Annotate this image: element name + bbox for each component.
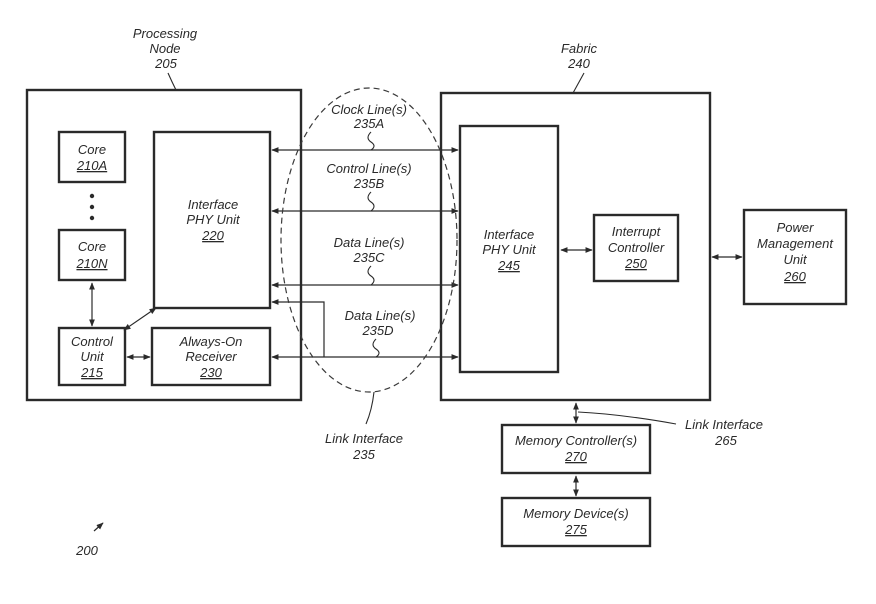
figure-arrow	[93, 522, 104, 532]
control-unit-line1: Control	[71, 334, 114, 349]
interrupt-line2: Controller	[608, 240, 665, 255]
processing-node-title-2: Node	[149, 41, 180, 56]
control-line-number: 235B	[353, 176, 385, 191]
fabric-number: 240	[567, 56, 590, 71]
data-line-c-label: Data Line(s)	[334, 235, 405, 250]
data-line-d-number: 235D	[361, 323, 393, 338]
core-210n-box	[57, 228, 127, 282]
power-line3: Unit	[783, 252, 808, 267]
always-on-number: 230	[199, 365, 222, 380]
fabric-title: Fabric	[561, 41, 598, 56]
phy-245-line2: PHY Unit	[482, 242, 537, 257]
ellipsis-dot-1	[89, 193, 95, 199]
link-interface-265-number: 265	[714, 433, 737, 448]
processing-node-number: 205	[154, 56, 177, 71]
core-210a-box	[57, 130, 127, 184]
control-phy-arrow	[123, 307, 157, 331]
core-210a-label: Core	[78, 142, 106, 157]
phy-245-number: 245	[497, 258, 520, 273]
data-line-d-label: Data Line(s)	[345, 308, 416, 323]
power-number: 260	[783, 269, 806, 284]
power-line1: Power	[777, 220, 815, 235]
link-interface-235-number: 235	[352, 447, 375, 462]
phy-220-line1: Interface	[188, 197, 239, 212]
phy-unit-245-box	[458, 124, 560, 374]
memory-device-box	[500, 496, 652, 548]
link-interface-oval	[280, 87, 458, 393]
processing-node-title: Processing	[133, 26, 198, 41]
processing-node-leader	[167, 72, 177, 91]
control-unit-215-box	[57, 326, 127, 387]
memory-controller-number: 270	[564, 449, 587, 464]
control-line-label: Control Line(s)	[326, 161, 411, 176]
link-interface-235-leader	[365, 391, 375, 425]
fabric-leader	[572, 72, 585, 94]
control-unit-number: 215	[80, 365, 103, 380]
interrupt-line1: Interrupt	[612, 224, 662, 239]
power-management-box	[742, 208, 848, 306]
control-line-leader	[367, 191, 375, 212]
figure-number: 200	[75, 543, 98, 558]
memory-controller-box	[500, 423, 652, 475]
link-interface-265-leader	[577, 411, 677, 425]
core-210a-number: 210A	[76, 158, 107, 173]
memory-device-label: Memory Device(s)	[523, 506, 628, 521]
always-on-line1: Always-On	[179, 334, 243, 349]
data-line-c-number: 235C	[352, 250, 385, 265]
data-line-c-leader	[367, 265, 375, 286]
data-line-d-leader	[372, 338, 380, 358]
interrupt-number: 250	[624, 256, 647, 271]
ellipsis-dot-2	[89, 204, 95, 210]
phy-245-line1: Interface	[484, 227, 535, 242]
always-on-receiver-box	[150, 326, 272, 387]
phy-unit-220-box	[152, 130, 272, 310]
always-on-line2: Receiver	[185, 349, 237, 364]
clock-line-label: Clock Line(s)	[331, 102, 407, 117]
link-interface-265-label: Link Interface	[685, 417, 763, 432]
link-interface-235-label: Link Interface	[325, 431, 403, 446]
core-210n-number: 210N	[75, 256, 108, 271]
power-line2: Management	[757, 236, 834, 251]
control-unit-line2: Unit	[80, 349, 105, 364]
interrupt-controller-box	[592, 213, 680, 283]
clock-line-number: 235A	[353, 116, 384, 131]
core-210n-label: Core	[78, 239, 106, 254]
data-line-d-branch	[271, 299, 325, 357]
clock-line-leader	[367, 131, 375, 151]
memory-controller-label: Memory Controller(s)	[515, 433, 637, 448]
phy-220-number: 220	[201, 228, 224, 243]
ellipsis-dot-3	[89, 215, 95, 221]
memory-device-number: 275	[564, 522, 587, 537]
phy-220-line2: PHY Unit	[186, 212, 241, 227]
